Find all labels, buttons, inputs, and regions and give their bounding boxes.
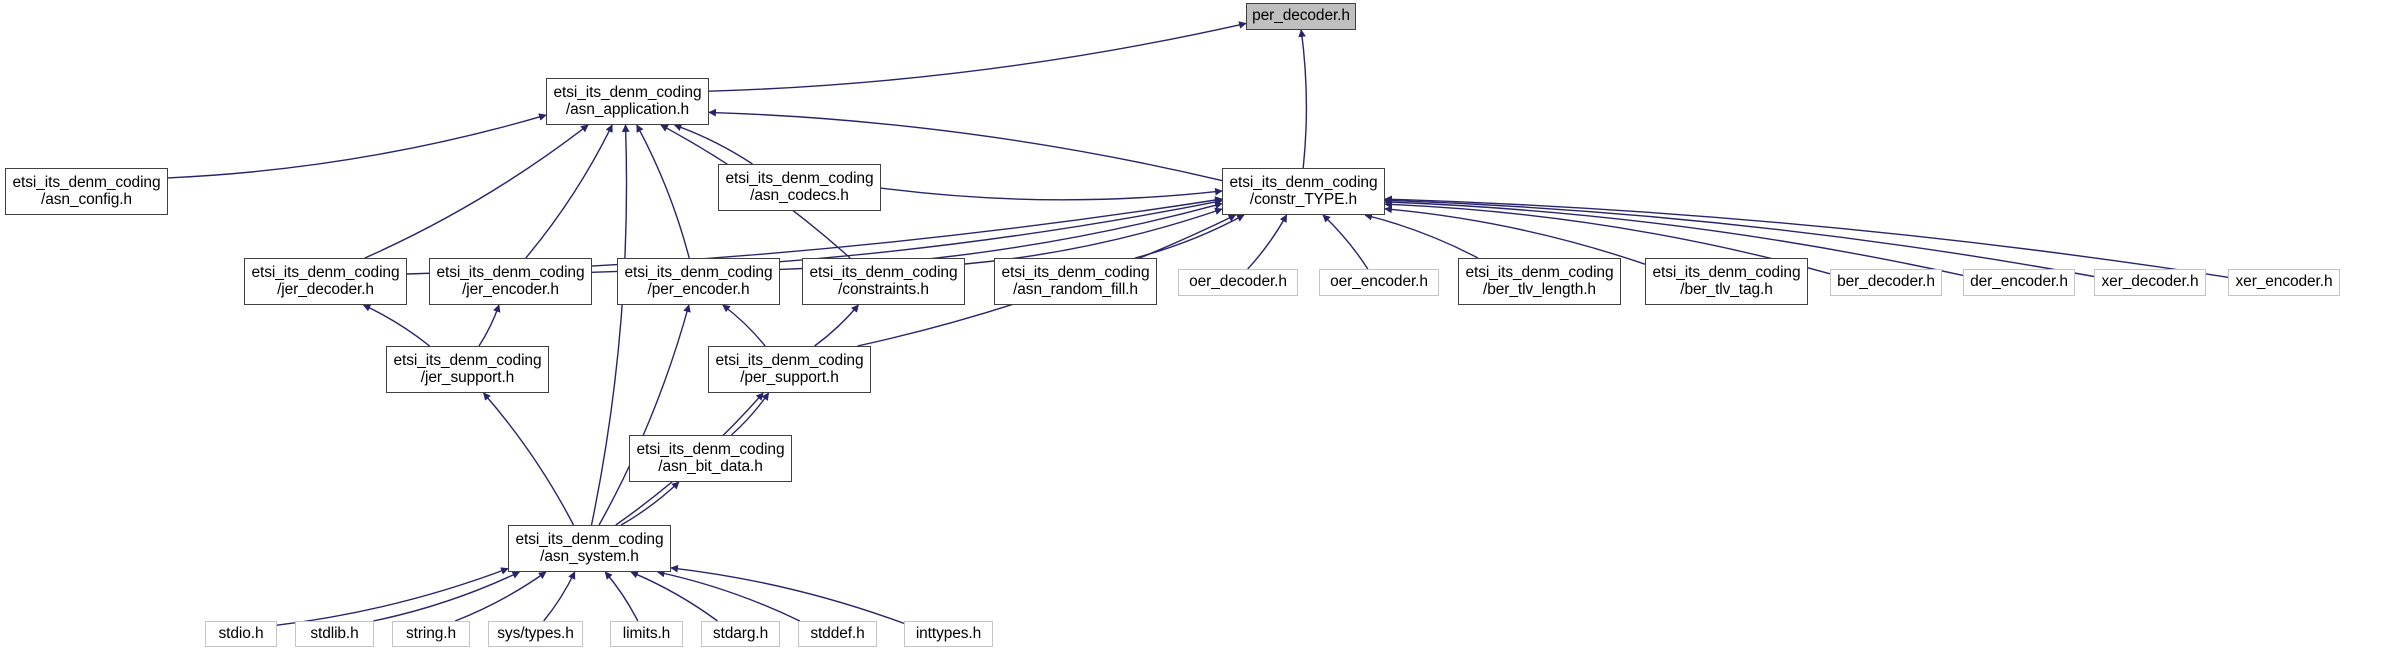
edge-constr_TYPE-to-per_decoder [1298, 29, 1308, 169]
edge-jer_support-to-jer_decoder [362, 304, 431, 347]
edge-ber_tlv_tag-to-constr_TYPE [1384, 205, 1646, 265]
node-asn_random_fill[interactable]: etsi_its_denm_coding /asn_random_fill.h [994, 258, 1157, 305]
edge-inttypes-to-asn_system [670, 564, 905, 625]
node-asn_config[interactable]: etsi_its_denm_coding /asn_config.h [5, 168, 168, 215]
node-asn_application[interactable]: etsi_its_denm_coding /asn_application.h [546, 78, 709, 125]
node-per_encoder[interactable]: etsi_its_denm_coding /per_encoder.h [617, 258, 780, 305]
node-stddef[interactable]: stddef.h [798, 621, 877, 647]
node-ber_decoder[interactable]: ber_decoder.h [1830, 269, 1942, 296]
edge-constraints-to-constr_TYPE [964, 207, 1223, 265]
edge-asn_system-to-per_encoder [598, 304, 691, 526]
node-xer_encoder[interactable]: xer_encoder.h [2228, 269, 2340, 296]
node-per_support[interactable]: etsi_its_denm_coding /per_support.h [708, 346, 871, 393]
node-der_encoder[interactable]: der_encoder.h [1963, 269, 2075, 296]
edge-jer_decoder-to-asn_application [364, 124, 589, 259]
edge-asn_system-to-jer_support [482, 392, 575, 526]
node-limits[interactable]: limits.h [610, 621, 683, 647]
edge-group [167, 21, 2229, 626]
edge-ber_tlv_length-to-constr_TYPE [1364, 212, 1479, 259]
edge-stddef-to-asn_system [656, 569, 801, 622]
node-asn_bit_data[interactable]: etsi_its_denm_coding /asn_bit_data.h [629, 435, 792, 482]
edge-asn_random_fill-to-constr_TYPE [1134, 214, 1245, 259]
node-per_decoder[interactable]: per_decoder.h [1246, 3, 1356, 30]
node-jer_decoder[interactable]: etsi_its_denm_coding /jer_decoder.h [244, 258, 407, 305]
node-string[interactable]: string.h [392, 621, 470, 647]
node-ber_tlv_length[interactable]: etsi_its_denm_coding /ber_tlv_length.h [1458, 258, 1621, 305]
node-systypes[interactable]: sys/types.h [488, 621, 583, 647]
edge-per_encoder-to-asn_application [636, 124, 690, 259]
edge-stdio-to-asn_system [276, 567, 509, 626]
node-oer_encoder[interactable]: oer_encoder.h [1319, 269, 1439, 296]
edge-stdlib-to-asn_system [373, 571, 521, 622]
edge-asn_bit_data-to-per_support [730, 392, 770, 436]
node-jer_support[interactable]: etsi_its_denm_coding /jer_support.h [386, 346, 549, 393]
edge-oer_decoder-to-constr_TYPE [1247, 214, 1288, 270]
node-stdio[interactable]: stdio.h [205, 621, 277, 647]
edge-oer_encoder-to-constr_TYPE [1322, 214, 1369, 270]
edge-string-to-asn_system [454, 571, 547, 622]
edge-jer_encoder-to-asn_application [525, 124, 613, 259]
edge-stdarg-to-asn_system [630, 571, 718, 622]
edge-asn_application-to-per_decoder [708, 21, 1247, 92]
edge-asn_system-to-asn_bit_data [620, 481, 680, 526]
node-oer_decoder[interactable]: oer_decoder.h [1178, 269, 1298, 296]
node-ber_tlv_tag[interactable]: etsi_its_denm_coding /ber_tlv_tag.h [1645, 258, 1808, 305]
node-asn_system[interactable]: etsi_its_denm_coding /asn_system.h [508, 525, 671, 572]
node-asn_codecs[interactable]: etsi_its_denm_coding /asn_codecs.h [718, 164, 881, 211]
node-constr_TYPE[interactable]: etsi_its_denm_coding /constr_TYPE.h [1222, 168, 1385, 215]
node-jer_encoder[interactable]: etsi_its_denm_coding /jer_encoder.h [429, 258, 592, 305]
edge-limits-to-asn_system [604, 571, 639, 622]
edge-asn_system-to-asn_application [590, 124, 630, 526]
edge-systypes-to-asn_system [543, 571, 576, 622]
node-inttypes[interactable]: inttypes.h [904, 621, 993, 647]
edge-asn_config-to-asn_application [167, 113, 547, 179]
node-stdarg[interactable]: stdarg.h [701, 621, 780, 647]
edge-per_support-to-constraints [814, 304, 859, 347]
edge-asn_codecs-to-constr_TYPE [880, 187, 1223, 201]
edge-per_support-to-per_encoder [722, 304, 766, 347]
edge-jer_support-to-jer_encoder [478, 304, 501, 347]
node-constraints[interactable]: etsi_its_denm_coding /constraints.h [802, 258, 965, 305]
node-xer_decoder[interactable]: xer_decoder.h [2094, 269, 2206, 296]
edge-asn_codecs-to-asn_application [673, 123, 753, 165]
node-stdlib[interactable]: stdlib.h [295, 621, 374, 647]
